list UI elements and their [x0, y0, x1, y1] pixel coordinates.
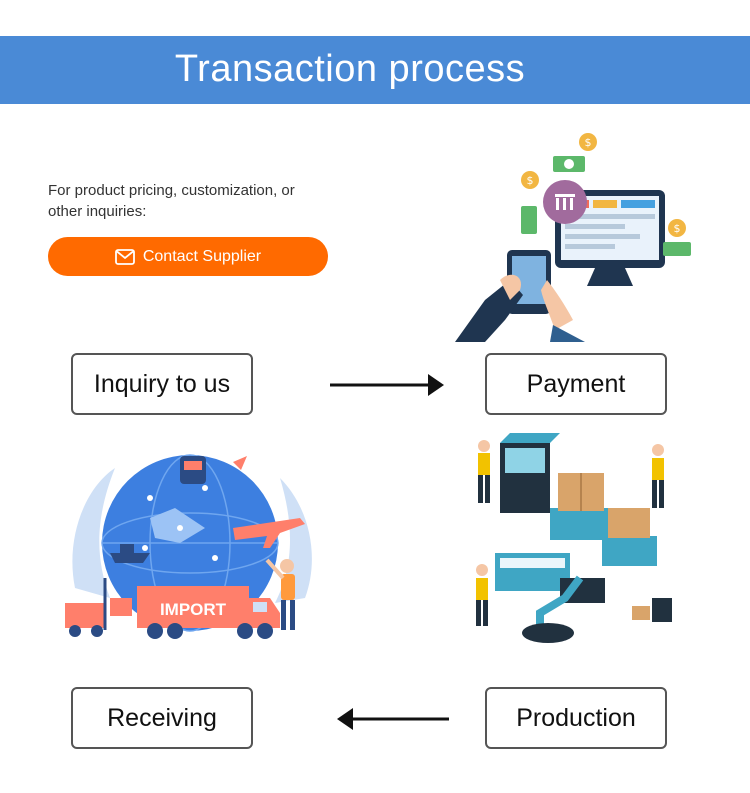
step-payment-label: Payment [526, 369, 626, 398]
logistics-globe-illustration: IMPORT [65, 454, 312, 639]
contact-supplier-button[interactable]: Contact Supplier [48, 237, 328, 276]
svg-text:$: $ [585, 136, 592, 149]
import-truck-label: IMPORT [160, 600, 227, 619]
header-banner: Transaction process [0, 36, 750, 104]
contact-supplier-label: Contact Supplier [142, 247, 262, 265]
envelope-icon [114, 248, 135, 265]
svg-text:$: $ [674, 222, 681, 235]
arrow-left-icon [337, 708, 449, 730]
step-receiving-box: Receiving [71, 687, 253, 749]
step-production-label: Production [516, 703, 636, 732]
page-title: Transaction process [174, 48, 526, 90]
step-receiving-label: Receiving [107, 703, 217, 732]
step-inquiry-label: Inquiry to us [93, 369, 231, 398]
step-payment-box: Payment [485, 353, 667, 415]
intro-text: For product pricing, customization, or o… [48, 180, 348, 222]
intro-line-2: other inquiries: [48, 203, 147, 220]
intro-line-1: For product pricing, customization, or [48, 182, 295, 199]
step-production-box: Production [485, 687, 667, 749]
payment-illustration: $ $ $ [455, 133, 691, 342]
svg-text:$: $ [527, 174, 534, 187]
step-inquiry-box: Inquiry to us [71, 353, 253, 415]
factory-production-illustration [476, 433, 672, 643]
arrow-right-icon [330, 374, 444, 396]
